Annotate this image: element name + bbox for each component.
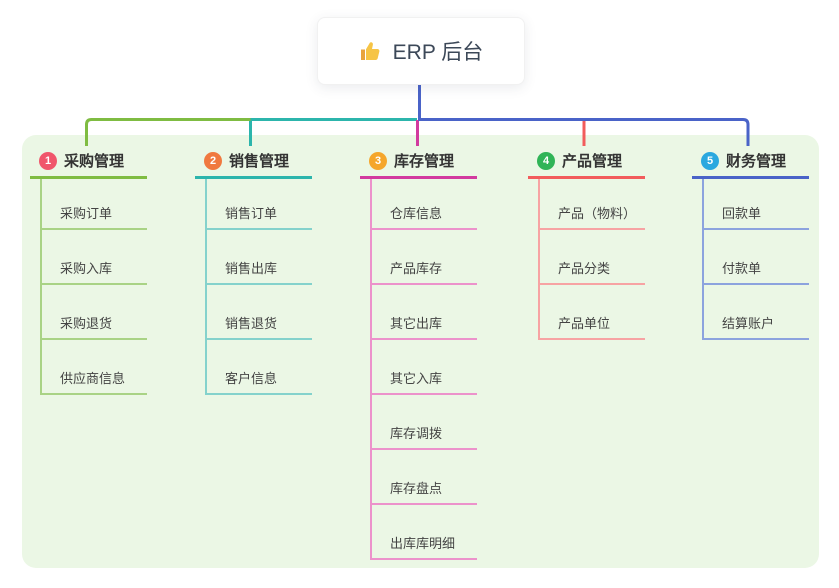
branch-number-badge: 1 bbox=[39, 151, 57, 170]
child-node[interactable]: 采购退货 bbox=[42, 285, 147, 340]
branch-children-list: 产品（物料）产品分类产品单位 bbox=[538, 179, 645, 340]
branch-3: 3 库存管理仓库信息产品库存其它出库其它入库库存调拨库存盘点出库库明细 bbox=[360, 146, 477, 560]
branch-2: 2 销售管理销售订单销售出库销售退货客户信息 bbox=[195, 146, 312, 395]
child-node[interactable]: 销售订单 bbox=[207, 179, 312, 230]
root-node[interactable]: ERP 后台 bbox=[317, 17, 525, 85]
child-node[interactable]: 出库库明细 bbox=[372, 505, 477, 560]
branch-label: 销售管理 bbox=[229, 153, 290, 170]
branch-heading[interactable]: 2 销售管理 bbox=[195, 146, 312, 179]
child-node[interactable]: 付款单 bbox=[704, 230, 809, 285]
branch-1: 1 采购管理采购订单采购入库采购退货供应商信息 bbox=[30, 146, 147, 395]
child-node[interactable]: 结算账户 bbox=[704, 285, 809, 340]
child-node[interactable]: 产品分类 bbox=[540, 230, 645, 285]
mindmap-background-panel bbox=[22, 135, 819, 568]
thumbs-up-icon bbox=[359, 39, 383, 63]
child-node[interactable]: 产品（物料） bbox=[540, 179, 645, 230]
branch-4: 4 产品管理产品（物料）产品分类产品单位 bbox=[528, 146, 645, 340]
branch-label: 产品管理 bbox=[562, 153, 623, 170]
root-node-label: ERP 后台 bbox=[392, 41, 484, 64]
child-node[interactable]: 其它出库 bbox=[372, 285, 477, 340]
branch-number-badge: 3 bbox=[369, 151, 387, 170]
child-node[interactable]: 其它入库 bbox=[372, 340, 477, 395]
child-node[interactable]: 采购入库 bbox=[42, 230, 147, 285]
branch-label: 财务管理 bbox=[726, 153, 787, 170]
branch-heading[interactable]: 5 财务管理 bbox=[692, 146, 809, 179]
branch-number-badge: 5 bbox=[701, 151, 719, 170]
branch-children-list: 采购订单采购入库采购退货供应商信息 bbox=[40, 179, 147, 395]
branch-children-list: 销售订单销售出库销售退货客户信息 bbox=[205, 179, 312, 395]
branch-heading[interactable]: 3 库存管理 bbox=[360, 146, 477, 179]
child-node[interactable]: 客户信息 bbox=[207, 340, 312, 395]
child-node[interactable]: 回款单 bbox=[704, 179, 809, 230]
child-node[interactable]: 销售退货 bbox=[207, 285, 312, 340]
child-node[interactable]: 产品单位 bbox=[540, 285, 645, 340]
child-node[interactable]: 库存调拨 bbox=[372, 395, 477, 450]
branch-5: 5 财务管理回款单付款单结算账户 bbox=[692, 146, 809, 340]
child-node[interactable]: 仓库信息 bbox=[372, 179, 477, 230]
branch-label: 库存管理 bbox=[394, 153, 455, 170]
branch-label: 采购管理 bbox=[64, 153, 125, 170]
branch-children-list: 仓库信息产品库存其它出库其它入库库存调拨库存盘点出库库明细 bbox=[370, 179, 477, 560]
child-node[interactable]: 销售出库 bbox=[207, 230, 312, 285]
branch-heading[interactable]: 1 采购管理 bbox=[30, 146, 147, 179]
child-node[interactable]: 供应商信息 bbox=[42, 340, 147, 395]
branch-number-badge: 2 bbox=[204, 151, 222, 170]
child-node[interactable]: 产品库存 bbox=[372, 230, 477, 285]
branch-children-list: 回款单付款单结算账户 bbox=[702, 179, 809, 340]
child-node[interactable]: 采购订单 bbox=[42, 179, 147, 230]
branch-heading[interactable]: 4 产品管理 bbox=[528, 146, 645, 179]
branch-number-badge: 4 bbox=[537, 151, 555, 170]
child-node[interactable]: 库存盘点 bbox=[372, 450, 477, 505]
